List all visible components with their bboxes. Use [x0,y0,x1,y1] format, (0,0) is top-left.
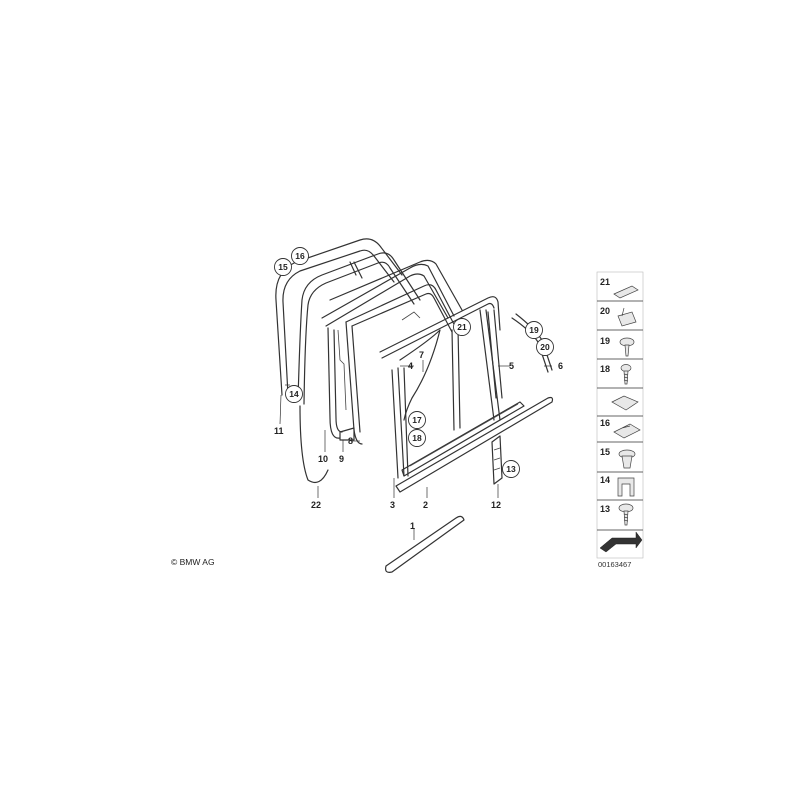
callout-1: 1 [410,521,415,531]
svg-text:19: 19 [600,336,610,346]
callout-10: 10 [318,454,328,464]
window-frame-inner [321,259,463,445]
callout-17: 17 [412,415,422,425]
diagram-code: 00163467 [598,560,631,569]
bracket-clip-icon [617,307,637,327]
flat-head-screw-icon [618,503,634,526]
callout-20: 20 [540,342,550,352]
legend-item-13: 13 [597,503,643,531]
callout-15: 15 [278,262,288,272]
callout-4: 4 [408,361,413,371]
legend-item-arrow [599,531,643,553]
legend-item-20: 20 [597,306,643,331]
svg-text:14: 14 [600,475,610,485]
callout-18: 18 [412,433,422,443]
svg-text:18: 18 [600,364,610,374]
legend-item-pad [597,395,643,417]
waist-strips [385,396,554,573]
callout-7: 7 [419,350,424,360]
callout-labels: 11 10 9 8 22 3 2 12 1 4 7 5 6 [274,350,563,531]
nut-clip-icon [613,423,641,439]
svg-text:20: 20 [600,306,610,316]
door-bracket [491,435,503,485]
u-clip-icon [617,477,635,497]
circled-callouts: 16 15 14 21 19 20 17 18 13 [274,247,554,478]
callout-22: 22 [311,500,321,510]
callout-11: 11 [274,426,284,436]
leader-lines [279,360,552,540]
legend-item-21: 21 [597,277,643,302]
callout-13: 13 [506,464,516,474]
legend-item-18: 18 [597,364,643,389]
callout-14: 14 [289,389,299,399]
legend-item-15: 15 [597,447,643,473]
callout-16: 16 [295,251,305,261]
svg-text:21: 21 [600,277,610,287]
clip-strip-icon [613,285,639,299]
callout-3: 3 [390,500,395,510]
svg-text:13: 13 [600,504,610,514]
arrow-icon [599,531,643,553]
screw-icon [620,364,632,385]
callout-6: 6 [558,361,563,371]
window-guide-rails [379,296,503,479]
callout-9: 9 [339,454,344,464]
svg-text:15: 15 [600,447,610,457]
callout-5: 5 [509,361,514,371]
legend-item-19: 19 [597,336,643,360]
push-clip-icon [618,449,636,469]
pad-icon [611,395,639,411]
legend-item-16: 16 [597,418,643,443]
callout-21: 21 [457,322,467,332]
expanding-rivet-icon [619,337,635,357]
legend-item-14: 14 [597,475,643,501]
callout-8: 8 [348,436,353,446]
svg-text:16: 16 [600,418,610,428]
callout-12: 12 [491,500,501,510]
legend-panel: 21 20 19 18 [596,271,644,559]
callout-2: 2 [423,500,428,510]
door-frame-seal [275,238,421,483]
copyright-text: © BMW AG [171,557,215,567]
callout-19: 19 [529,325,539,335]
